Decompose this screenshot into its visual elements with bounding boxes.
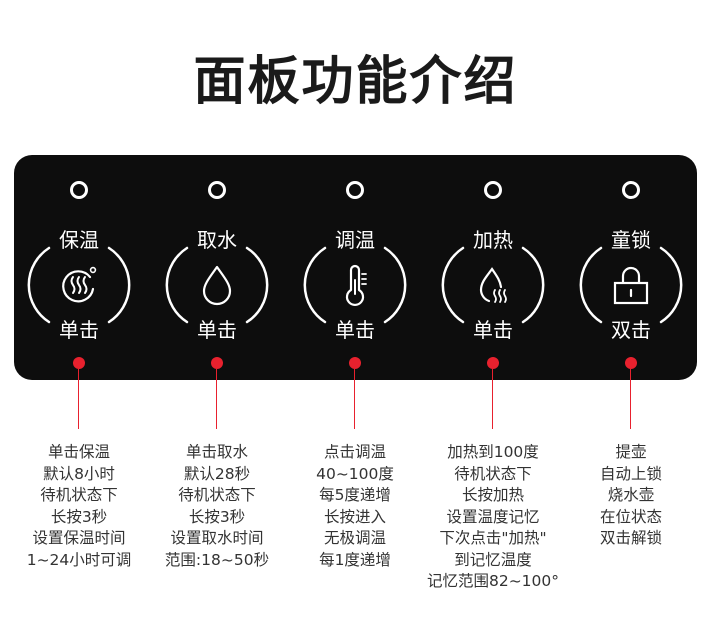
marker-dot [73,357,85,369]
bracket-arcs [579,246,683,324]
keep-warm-label: 保温 [59,228,99,252]
description-line: 范围:18~50秒 [164,550,270,569]
adjust-temperature-button[interactable]: 调温 单击 [295,155,415,380]
bracket-arcs [441,246,545,324]
description-line: 默认28秒 [183,464,251,483]
dispense-water-description: 单击取水 默认28秒 待机状态下 长按3秒 设置取水时间 范围:18~50秒 [142,442,292,571]
heat-action-label: 单击 [473,318,513,342]
description-line: 长按3秒 [188,507,246,526]
child-lock-description: 提壶 自动上锁 烧水壶 在位状态 双击解锁 [556,442,706,550]
keep-warm-button[interactable]: 保温 单击 [19,155,139,380]
description-line: 设置取水时间 [170,529,264,547]
dispense-water-label: 取水 [197,228,237,252]
adjust-temperature-action-label: 单击 [335,318,375,342]
description-line: 记忆范围82~100° [426,572,560,590]
lock-icon [613,266,649,305]
description-line: 单击保温 [47,443,110,461]
heat-indicator-light [484,181,502,199]
description-line: 每5度递增 [319,486,391,504]
keep-warm-icon [62,266,97,303]
description-line: 点击调温 [323,443,386,461]
bracket-arcs [165,246,269,324]
adjust-temperature-description: 点击调温 40~100度 每5度递增 长按进入 无极调温 每1度递增 [280,442,430,571]
description-line: 烧水壶 [607,486,655,504]
description-line: 在位状态 [599,507,662,526]
heating-icon [479,267,507,303]
keep-warm-action-label: 单击 [59,318,99,342]
description-line: 提壶 [615,443,647,461]
description-line: 设置保温时间 [32,529,126,547]
leader-line [78,369,79,429]
description-line: 待机状态下 [454,464,532,483]
description-line: 1~24小时可调 [26,550,132,569]
control-panel: 保温 单击 取水 单击 调温 [14,155,697,380]
child-lock-indicator-light [622,181,640,199]
bracket-arcs [303,246,407,324]
marker-dot [211,357,223,369]
leader-line [216,369,217,429]
keep-warm-description: 单击保温 默认8小时 待机状态下 长按3秒 设置保温时间 1~24小时可调 [4,442,154,571]
heat-description: 加热到100度 待机状态下 长按加热 设置温度记忆 下次点击"加热" 到记忆温度… [418,442,568,593]
description-line: 长按加热 [461,486,524,504]
description-line: 无极调温 [323,529,386,547]
description-line: 双击解锁 [599,529,662,547]
description-line: 到记忆温度 [454,550,532,569]
dispense-water-button[interactable]: 取水 单击 [157,155,277,380]
child-lock-action-label: 双击 [611,318,651,342]
child-lock-button[interactable]: 童锁 双击 [571,155,691,380]
heat-button[interactable]: 加热 单击 [433,155,553,380]
dispense-water-action-label: 单击 [197,318,237,342]
water-drop-icon [202,265,232,306]
adjust-temperature-indicator-light [346,181,364,199]
thermometer-icon [345,264,367,307]
heat-label: 加热 [473,228,513,252]
keep-warm-indicator-light [70,181,88,199]
description-line: 待机状态下 [40,486,118,504]
description-line: 默认8小时 [43,464,115,483]
leader-line [630,369,631,429]
marker-dot [625,357,637,369]
description-line: 加热到100度 [447,443,539,461]
marker-dot [487,357,499,369]
leader-line [492,369,493,429]
description-line: 40~100度 [316,464,394,483]
description-line: 长按3秒 [50,507,108,526]
description-line: 每1度递增 [319,550,391,569]
description-line: 设置温度记忆 [446,507,540,526]
description-line: 待机状态下 [178,486,256,504]
page-title: 面板功能介绍 [193,52,518,112]
description-line: 单击取水 [185,443,248,461]
bracket-arcs [27,246,131,324]
description-line: 下次点击"加热" [439,529,547,547]
marker-dot [349,357,361,369]
description-line: 长按进入 [323,507,386,526]
adjust-temperature-label: 调温 [335,228,375,252]
child-lock-label: 童锁 [611,228,651,252]
dispense-water-indicator-light [208,181,226,199]
leader-line [354,369,355,429]
description-line: 自动上锁 [599,464,662,483]
